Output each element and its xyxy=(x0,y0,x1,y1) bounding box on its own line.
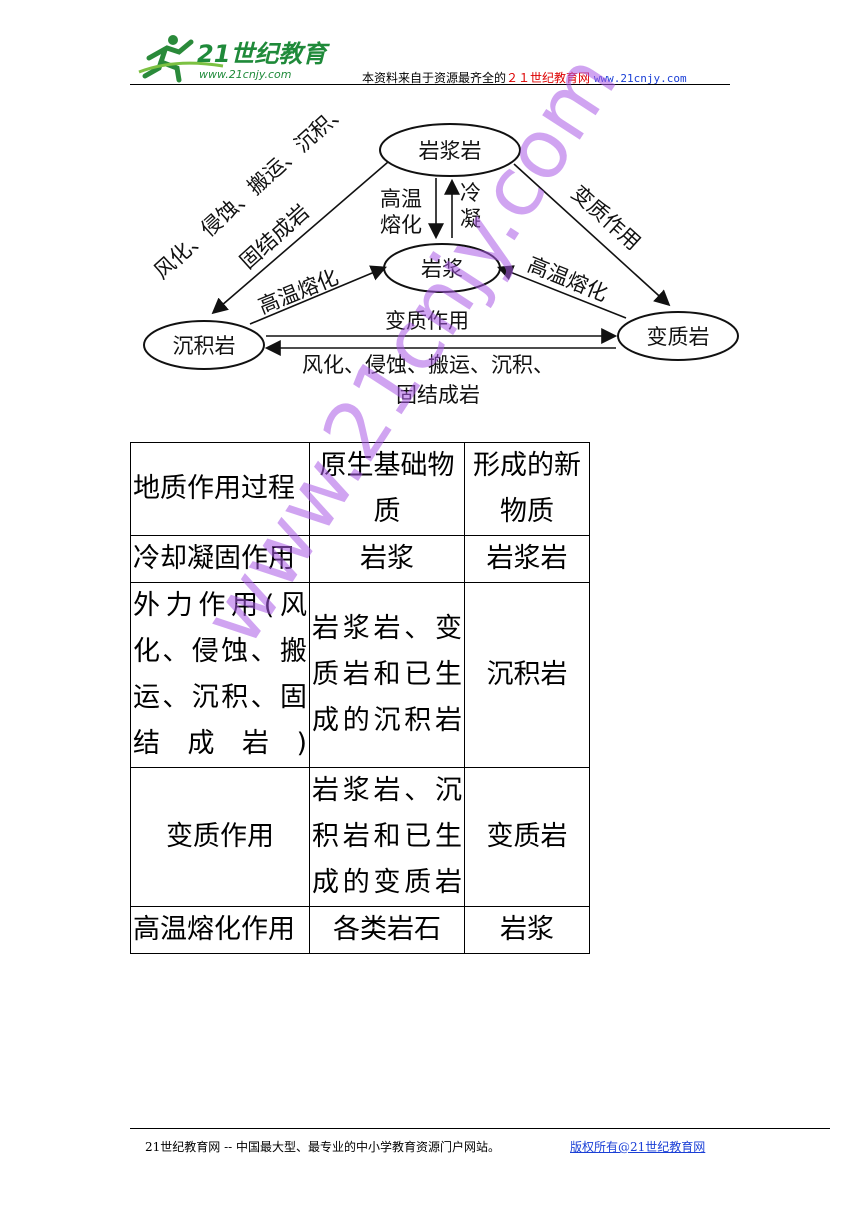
node-sedimentary-rock: 沉积岩 xyxy=(143,320,265,370)
table-cell: 岩浆 xyxy=(464,906,590,954)
site-logo: 21世纪教育 www.21cnjy.com xyxy=(135,28,335,84)
arrow-sedimentary-to-magma xyxy=(249,265,387,325)
node-magmatic-label: 岩浆岩 xyxy=(419,139,482,163)
arrow-magmatic-to-metamorphic xyxy=(513,163,671,307)
arrow-magmatic-to-sedimentary xyxy=(211,161,389,315)
logo-url: www.21cnjy.com xyxy=(199,68,292,81)
table-row: 变质作用 岩浆岩、沉积岩和已生成的变质岩 变质岩 xyxy=(130,767,590,907)
footer-copyright-link[interactable]: 版权所有@21世纪教育网 xyxy=(570,1140,706,1154)
table-header-product: 形成的新物质 xyxy=(464,442,590,536)
geologic-process-table: 地质作用过程 原生基础物质 形成的新物质 冷却凝固作用 岩浆 岩浆岩 外力作用(… xyxy=(130,442,590,954)
label-melting-center-2: 熔化 xyxy=(380,213,422,237)
table-cell: 岩浆岩 xyxy=(464,535,590,583)
logo-text: 21世纪教育 xyxy=(197,40,330,68)
footer-text: 21世纪教育网 -- 中国最大型、最专业的中小学教育资源门户网站。 xyxy=(145,1140,501,1154)
runner-icon xyxy=(138,35,224,83)
table-cell: 岩浆岩、变质岩和已生成的沉积岩 xyxy=(309,582,465,768)
table-header-process: 地质作用过程 xyxy=(130,442,310,536)
label-weathering-bottom-1: 风化、侵蚀、搬运、沉积、 xyxy=(302,353,554,377)
node-magma: 岩浆 xyxy=(383,243,501,293)
label-metamorphism-bottom: 变质作用 xyxy=(385,309,469,333)
label-melting-right: 高温熔化 xyxy=(524,252,611,306)
table-header-source: 原生基础物质 xyxy=(309,442,465,536)
table-cell: 冷却凝固作用 xyxy=(130,535,310,583)
header-divider xyxy=(130,84,730,85)
table-header-row: 地质作用过程 原生基础物质 形成的新物质 xyxy=(130,442,590,536)
node-magma-label: 岩浆 xyxy=(421,257,463,281)
table-cell: 变质作用 xyxy=(130,767,310,907)
node-magmatic-rock: 岩浆岩 xyxy=(379,123,521,177)
table-cell: 各类岩石 xyxy=(309,906,465,954)
table-cell: 外力作用(风化、侵蚀、搬运、沉积、固结成岩) xyxy=(130,582,310,768)
table-cell: 变质岩 xyxy=(464,767,590,907)
footer-divider xyxy=(130,1128,830,1129)
header-notice-site: ２１世纪教育网 xyxy=(506,71,591,85)
header-notice: 本资料来自于资源最齐全的２１世纪教育网 www.21cnjy.com xyxy=(362,69,687,86)
label-cooling-2: 凝 xyxy=(460,207,481,231)
label-weathering-bottom-2: 固结成岩 xyxy=(396,383,480,407)
rock-cycle-diagram: 岩浆岩 岩浆 沉积岩 变质岩 风化、侵蚀、搬运、沉积、 固结成岩 变质作用 高温… xyxy=(130,97,750,420)
header-notice-prefix: 本资料来自于资源最齐全的 xyxy=(362,71,507,85)
table-cell: 沉积岩 xyxy=(464,582,590,768)
table-row: 冷却凝固作用 岩浆 岩浆岩 xyxy=(130,535,590,583)
label-melting-center-1: 高温 xyxy=(380,187,422,211)
label-melting-left: 高温熔化 xyxy=(255,265,342,319)
node-metamorphic-label: 变质岩 xyxy=(647,325,710,349)
label-cooling-1: 冷 xyxy=(460,181,481,205)
table-cell: 高温熔化作用 xyxy=(130,906,310,954)
table-cell: 岩浆 xyxy=(309,535,465,583)
arrow-metamorphic-to-magma xyxy=(497,265,627,319)
header-notice-url[interactable]: www.21cnjy.com xyxy=(593,72,687,85)
node-sedimentary-label: 沉积岩 xyxy=(173,334,236,358)
label-metamorphism-right: 变质作用 xyxy=(567,181,645,255)
node-metamorphic-rock: 变质岩 xyxy=(617,311,739,361)
table-row: 外力作用(风化、侵蚀、搬运、沉积、固结成岩) 岩浆岩、变质岩和已生成的沉积岩 沉… xyxy=(130,582,590,768)
table-row: 高温熔化作用 各类岩石 岩浆 xyxy=(130,906,590,954)
table-cell: 岩浆岩、沉积岩和已生成的变质岩 xyxy=(309,767,465,907)
